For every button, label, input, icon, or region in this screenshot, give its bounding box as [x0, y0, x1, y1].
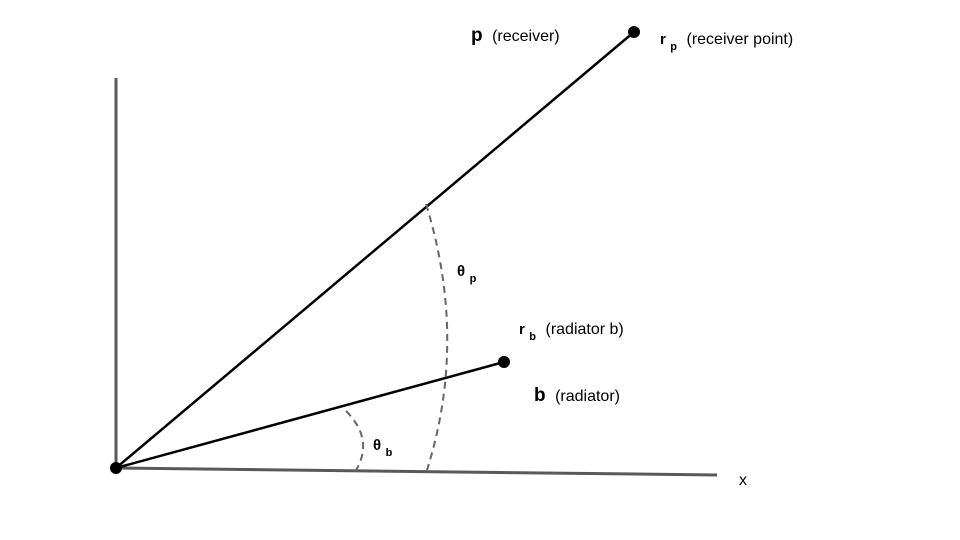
receiver-point	[628, 26, 640, 38]
theta-p-sub: p	[470, 273, 477, 285]
theta-p-arc	[425, 203, 449, 471]
theta-b-label: θ b	[373, 437, 393, 459]
receiver-desc: (receiver)	[492, 28, 560, 45]
radiator-point-letter: r	[519, 321, 525, 338]
radiator-point-sub: b	[529, 331, 536, 343]
radiator-line	[115, 360, 505, 470]
x-axis-label: x	[739, 472, 747, 489]
radiator-point-desc: (radiator b)	[545, 321, 623, 338]
receiver-point-label: r p (receiver point)	[660, 31, 793, 54]
receiver-point-desc: (receiver point)	[686, 31, 793, 48]
radiator-label: b (radiator)	[534, 385, 620, 406]
origin-point	[110, 462, 122, 474]
theta-b-sub: b	[386, 447, 393, 459]
radiator-point-label: r b (radiator b)	[519, 321, 624, 344]
radiator-desc: (radiator)	[555, 388, 620, 405]
theta-p-label: θ p	[457, 263, 477, 285]
radiator-point	[498, 356, 510, 368]
theta-b-symbol: θ	[373, 437, 381, 454]
x-axis	[115, 466, 718, 477]
receiver-point-sub: p	[670, 41, 677, 53]
theta-p-symbol: θ	[457, 263, 465, 280]
receiver-point-letter: r	[660, 31, 666, 48]
receiver-label: p (receiver)	[471, 25, 560, 46]
theta-b-arc	[345, 410, 365, 473]
radiator-letter: b	[534, 385, 546, 406]
receiver-line	[115, 31, 635, 469]
receiver-letter: p	[471, 25, 483, 46]
